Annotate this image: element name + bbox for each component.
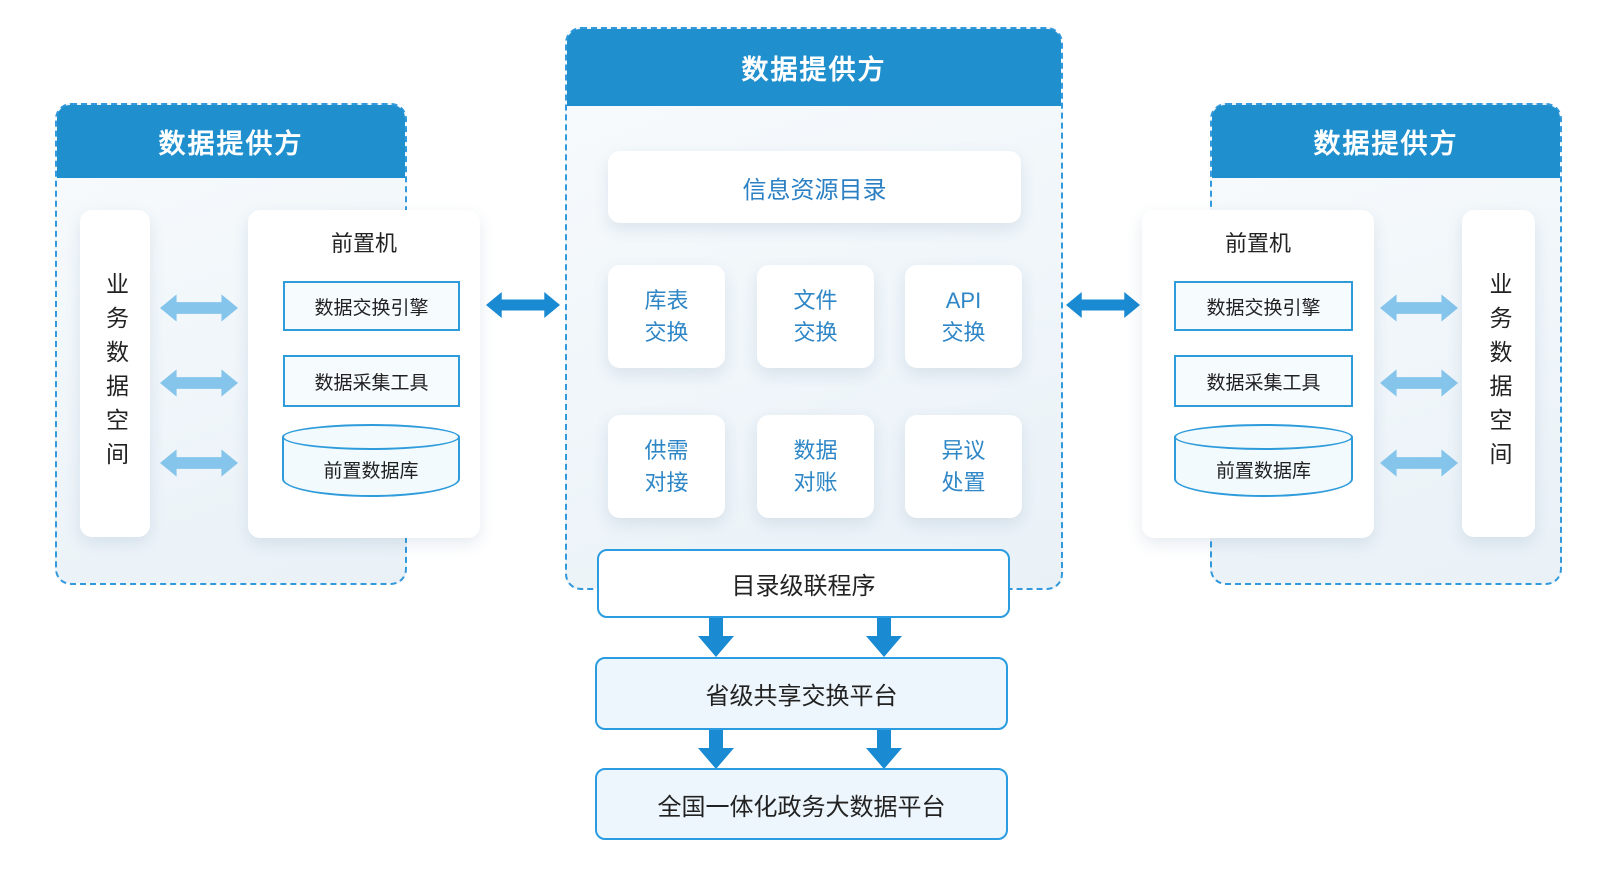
left-business-data-space-label: 业务数据空间 <box>102 271 129 476</box>
left-center-double-arrow-icon <box>486 287 560 323</box>
right-double-arrow-icon-1 <box>1380 291 1458 325</box>
center-panel-header: 数据提供方 <box>567 29 1061 106</box>
left-frontend-machine-title: 前置机 <box>330 231 397 256</box>
center-panel-title: 数据提供方 <box>741 55 887 85</box>
left-panel-title: 数据提供方 <box>158 129 304 159</box>
module-file-exchange-box: 文件 交换 <box>757 265 874 368</box>
module-api-exchange-box: API 交换 <box>905 265 1022 368</box>
left-double-arrow-icon-1 <box>160 291 238 325</box>
right-business-data-space-box: 业务数据空间 <box>1462 210 1535 537</box>
right-provider-panel: 数据提供方 前置机 数据交换引擎 数据采集工具 前置数据库 业务数据空间 <box>1142 103 1562 585</box>
right-frontend-machine-box: 前置机 数据交换引擎 数据采集工具 前置数据库 <box>1142 210 1374 538</box>
left-frontend-machine-box: 前置机 数据交换引擎 数据采集工具 前置数据库 <box>248 210 480 538</box>
left-frontend-database-cylinder: 前置数据库 <box>282 424 460 497</box>
right-frontend-database-cylinder: 前置数据库 <box>1174 424 1353 497</box>
down-arrow-icon-1 <box>698 618 734 657</box>
down-arrow-icon-2 <box>866 618 902 657</box>
left-double-arrow-icon-3 <box>160 446 238 480</box>
down-arrow-icon-3 <box>698 730 734 769</box>
module-data-reconciliation-box: 数据 对账 <box>757 415 874 518</box>
right-panel-header: 数据提供方 <box>1212 105 1560 178</box>
left-panel-header: 数据提供方 <box>57 105 405 178</box>
left-double-arrow-icon-2 <box>160 366 238 400</box>
right-business-data-space-label: 业务数据空间 <box>1486 271 1512 476</box>
catalog-cascade-program-box: 目录级联程序 <box>597 549 1010 618</box>
left-provider-panel: 数据提供方 业务数据空间 前置机 数据交换引擎 数据采集工具 前置数据库 <box>55 103 480 585</box>
national-big-data-platform-box: 全国一体化政务大数据平台 <box>595 768 1008 840</box>
information-resource-catalog-box: 信息资源目录 <box>608 151 1021 223</box>
module-table-exchange-box: 库表 交换 <box>608 265 725 368</box>
right-double-arrow-icon-3 <box>1380 446 1458 480</box>
right-data-exchange-engine-box: 数据交换引擎 <box>1174 281 1353 331</box>
center-platform-panel: 数据提供方 信息资源目录 库表 交换 文件 交换 API 交换 供需 对接 数据… <box>565 27 1063 618</box>
left-frontend-database-label: 前置数据库 <box>323 460 419 482</box>
left-data-collection-tool-box: 数据采集工具 <box>283 355 460 407</box>
down-arrow-icon-4 <box>866 730 902 769</box>
right-panel-title: 数据提供方 <box>1313 129 1459 159</box>
provincial-exchange-platform-box: 省级共享交换平台 <box>595 657 1008 730</box>
left-business-data-space-box: 业务数据空间 <box>80 210 150 537</box>
module-dispute-handling-box: 异议 处置 <box>905 415 1022 518</box>
right-frontend-database-label: 前置数据库 <box>1215 460 1311 482</box>
left-data-exchange-engine-box: 数据交换引擎 <box>283 281 460 331</box>
right-double-arrow-icon-2 <box>1380 366 1458 400</box>
center-right-double-arrow-icon <box>1066 287 1140 323</box>
right-frontend-machine-title: 前置机 <box>1224 231 1291 256</box>
right-data-collection-tool-box: 数据采集工具 <box>1174 355 1353 407</box>
module-supply-demand-box: 供需 对接 <box>608 415 725 518</box>
